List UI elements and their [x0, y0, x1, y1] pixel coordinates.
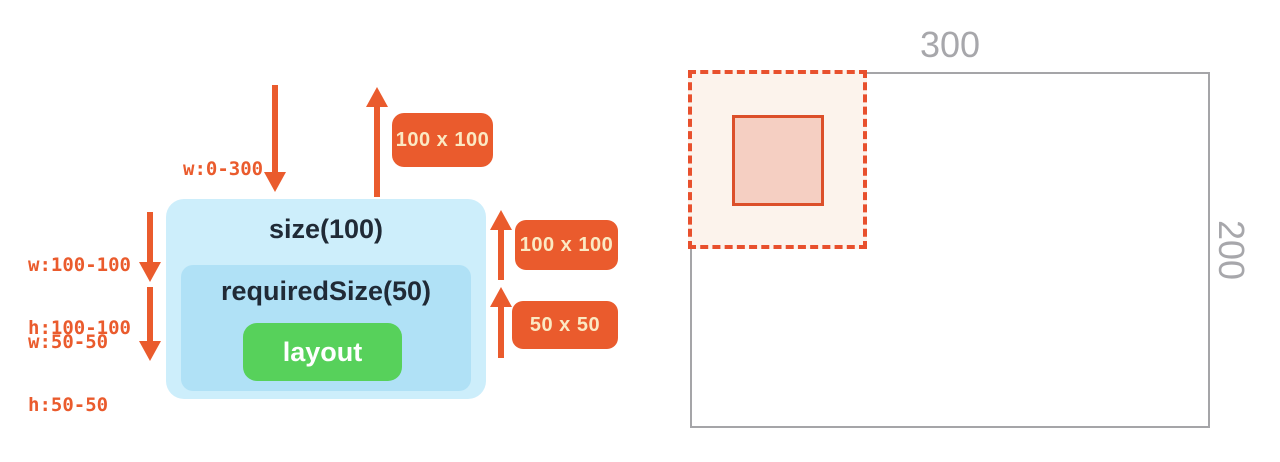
- arrow-head: [139, 341, 161, 361]
- arrow-head: [490, 210, 512, 230]
- required-size-solid-rect: [732, 115, 824, 206]
- top-measured-size-badge: 100 x 100: [392, 113, 493, 167]
- incoming-constraints-width: w:0-300: [183, 158, 264, 180]
- measured-size-up-arrow-icon: [366, 87, 388, 197]
- size-modifier-label: size(100): [268, 214, 384, 244]
- size-measured-up-arrow-icon: [490, 210, 512, 280]
- layout-node-label: layout: [282, 336, 363, 367]
- required-size-constraints-height: h:50-50: [28, 394, 109, 416]
- arrow-shaft: [498, 230, 504, 280]
- arrow-head: [139, 262, 161, 282]
- required-size-constraints-label: w:50-50 h:50-50: [28, 290, 108, 458]
- size-modifier-box: size(100) requiredSize(50) layout: [166, 199, 486, 399]
- arrow-shaft: [147, 287, 153, 341]
- size-constraints-height: h:100-100: [28, 317, 131, 339]
- arrow-shaft: [272, 85, 278, 172]
- size-constraints-down-arrow-icon: [139, 212, 161, 282]
- required-size-constraints-width: w:50-50: [28, 331, 109, 353]
- required-size-measured-up-arrow-icon: [490, 287, 512, 358]
- required-size-modifier-label: requiredSize(50): [220, 276, 432, 306]
- size-measured-badge: 100 x 100: [515, 220, 618, 270]
- required-size-constraints-down-arrow-icon: [139, 287, 161, 361]
- arrow-head: [264, 172, 286, 192]
- arrow-shaft: [147, 212, 153, 262]
- incoming-constraints-down-arrow-icon: [264, 85, 286, 192]
- size-constraints-width: w:100-100: [28, 254, 131, 276]
- parent-height-label: 200: [1211, 219, 1252, 281]
- arrow-shaft: [374, 107, 380, 197]
- size-constraint-dashed-rect: [688, 70, 867, 249]
- parent-width-label: 300: [919, 24, 981, 65]
- arrow-shaft: [498, 307, 504, 358]
- arrow-head: [366, 87, 388, 107]
- layout-node-box: layout: [243, 323, 402, 381]
- size-constraints-label: w:100-100 h:100-100: [28, 213, 131, 381]
- arrow-head: [490, 287, 512, 307]
- required-size-modifier-box: requiredSize(50) layout: [181, 265, 471, 391]
- required-size-measured-badge: 50 x 50: [512, 301, 618, 349]
